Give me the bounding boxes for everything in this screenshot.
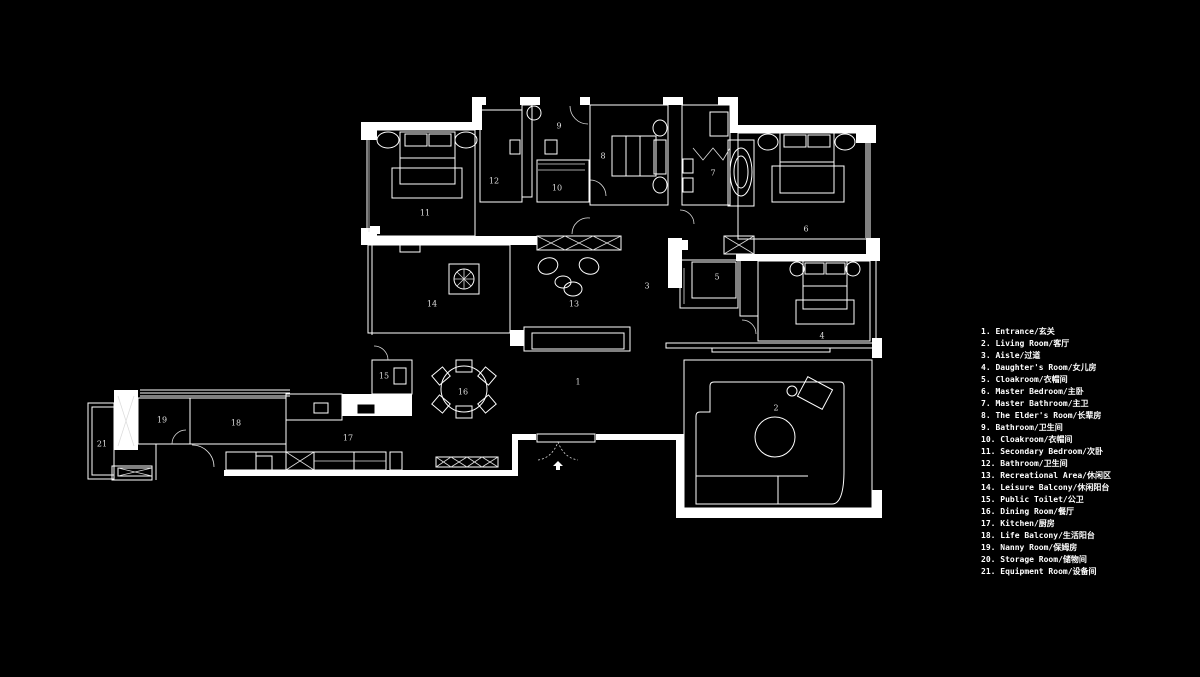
legend-item: 17. Kitchen/厨房 bbox=[981, 519, 1055, 528]
legend-item: 18. Life Balcony/生活阳台 bbox=[981, 531, 1095, 540]
room-label-5: 5 bbox=[714, 272, 720, 282]
room-label-15: 15 bbox=[378, 371, 390, 381]
room-label-4: 4 bbox=[819, 331, 825, 341]
plant-icon bbox=[454, 269, 474, 289]
room-label-11: 11 bbox=[419, 208, 431, 218]
entry-arrow-icon bbox=[553, 461, 563, 470]
legend-item: 14. Leisure Balcony/休闲阳台 bbox=[981, 483, 1110, 492]
wardrobe-hangers bbox=[538, 163, 585, 171]
room-label-13: 13 bbox=[568, 299, 580, 309]
legend-item: 3. Aisle/过道 bbox=[981, 351, 1041, 360]
room-label-9: 9 bbox=[556, 121, 562, 131]
room-label-16: 16 bbox=[457, 387, 469, 397]
room-label-2: 2 bbox=[773, 403, 779, 413]
legend-item: 16. Dining Room/餐厅 bbox=[981, 507, 1075, 516]
legend-item: 6. Master Bedroom/主卧 bbox=[981, 387, 1084, 396]
room-label-14: 14 bbox=[426, 299, 438, 309]
room-legend: 1. Entrance/玄关 2. Living Room/客厅 3. Aisl… bbox=[981, 326, 1111, 578]
room-label-3: 3 bbox=[644, 281, 650, 291]
legend-item: 21. Equipment Room/设备间 bbox=[981, 567, 1097, 576]
legend-item: 12. Bathroom/卫生间 bbox=[981, 459, 1068, 468]
room-label-19: 19 bbox=[156, 415, 168, 425]
legend-item: 5. Cloakroom/衣帽间 bbox=[981, 375, 1068, 384]
legend-item: 7. Master Bathroom/主卫 bbox=[981, 399, 1089, 408]
room-label-21: 21 bbox=[96, 439, 108, 449]
legend-item: 8. The Elder's Room/长辈房 bbox=[981, 411, 1102, 420]
legend-item: 10. Cloakroom/衣帽间 bbox=[981, 435, 1073, 444]
room-label-10: 10 bbox=[551, 183, 563, 193]
legend-item: 15. Public Toilet/公卫 bbox=[981, 495, 1084, 504]
legend-item: 1. Entrance/玄关 bbox=[981, 327, 1055, 336]
room-label-7: 7 bbox=[710, 168, 716, 178]
interior-lines bbox=[87, 104, 877, 509]
legend-item: 11. Secondary Bedroom/次卧 bbox=[981, 447, 1103, 456]
room-label-12: 12 bbox=[488, 176, 500, 186]
legend-item: 13. Recreational Area/休闲区 bbox=[981, 471, 1111, 480]
room-label-18: 18 bbox=[230, 418, 242, 428]
legend-item: 4. Daughter's Room/女儿房 bbox=[981, 363, 1097, 372]
legend-item: 2. Living Room/客厅 bbox=[981, 339, 1070, 348]
legend-item: 9. Bathroom/卫生间 bbox=[981, 423, 1063, 432]
room-label-1: 1 bbox=[575, 377, 581, 387]
room-label-6: 6 bbox=[803, 224, 809, 234]
room-label-8: 8 bbox=[600, 151, 606, 161]
legend-item: 20. Storage Room/储物间 bbox=[981, 555, 1087, 564]
room-label-17: 17 bbox=[342, 433, 354, 443]
legend-item: 19. Nanny Room/保姆房 bbox=[981, 543, 1078, 552]
